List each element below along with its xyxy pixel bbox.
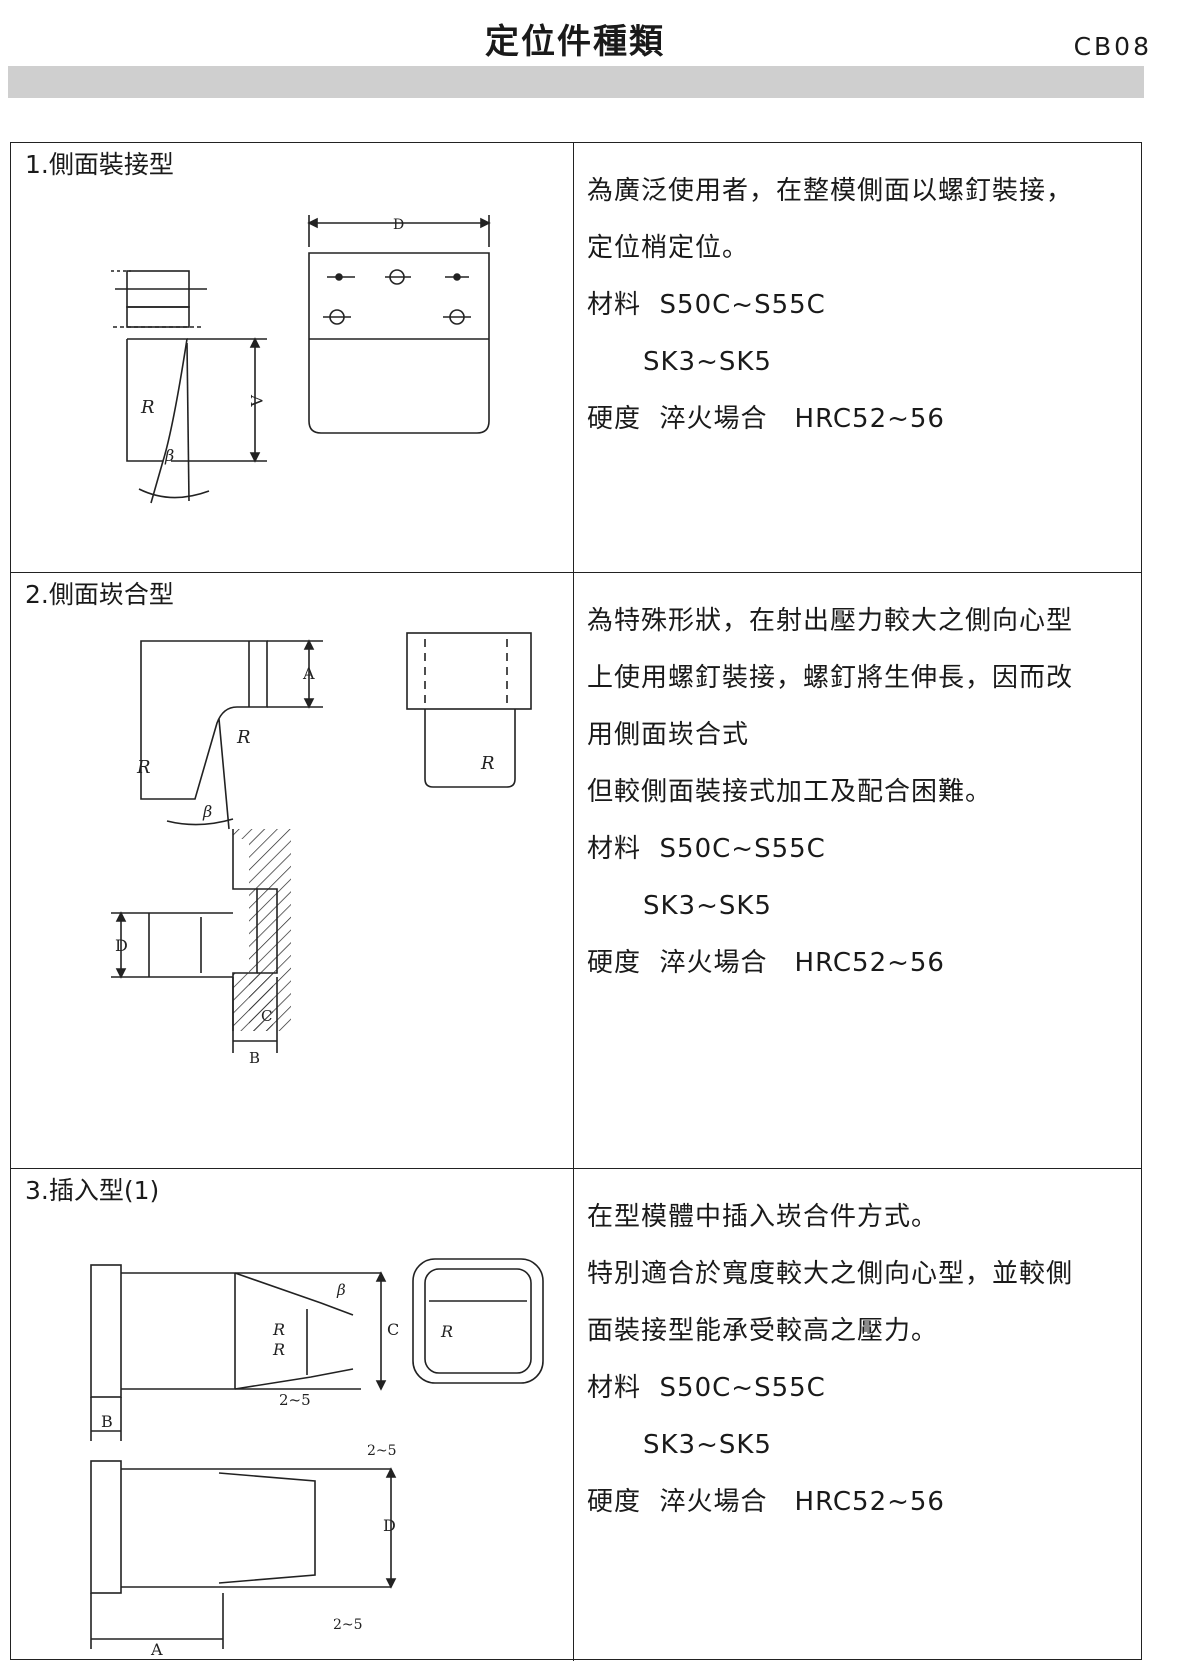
description-line: 在型模體中插入崁合件方式。 bbox=[587, 1202, 939, 1232]
radius-label: R bbox=[236, 727, 251, 748]
dimension-a-label: A bbox=[150, 1640, 163, 1659]
dimension-d-label: D bbox=[393, 217, 404, 233]
gap-label: 2~5 bbox=[333, 1617, 363, 1633]
column-divider bbox=[573, 143, 574, 572]
dimension-c-label: C bbox=[261, 1007, 272, 1025]
material-value-2: SK3~SK5 bbox=[643, 1430, 772, 1460]
material-label: 材料 bbox=[587, 834, 642, 864]
beta-label: β bbox=[164, 446, 174, 465]
dimension-c-label: C bbox=[387, 1320, 399, 1339]
description-line: 特別適合於寬度較大之側向心型，並較側 bbox=[587, 1259, 1074, 1289]
description-line: 為特殊形狀，在射出壓力較大之側向心型 bbox=[587, 606, 1074, 636]
gap-label: 2~5 bbox=[279, 1391, 311, 1409]
dimension-a-label: A bbox=[247, 394, 266, 407]
section-row-3: 3.插入型(1) bbox=[11, 1169, 1141, 1661]
dimension-a-label: A bbox=[302, 664, 315, 683]
section-label: 2.側面崁合型 bbox=[25, 580, 174, 609]
description-line: 上使用螺釘裝接，螺釘將生伸長，因而改 bbox=[587, 663, 1074, 693]
description-line: 面裝接型能承受較高之壓力。 bbox=[587, 1316, 939, 1346]
material-value-2: SK3~SK5 bbox=[643, 891, 772, 921]
beta-label: β bbox=[202, 802, 212, 821]
hardness-value: 淬火場合 HRC52~56 bbox=[659, 1487, 945, 1517]
radius-label: R bbox=[440, 1322, 453, 1341]
hardness-label: 硬度 bbox=[587, 1487, 642, 1517]
radius-label: R bbox=[136, 757, 151, 778]
column-divider bbox=[573, 1169, 574, 1661]
section-label: 3.插入型(1) bbox=[25, 1176, 160, 1205]
section-description: 為特殊形狀，在射出壓力較大之側向心型 上使用螺釘裝接，螺釘將生伸長，因而改 用側… bbox=[587, 593, 1132, 992]
insert-type-drawing: R R R β C B 2~5 D 2~5 2~5 A bbox=[90, 1258, 544, 1659]
dimension-b-label: B bbox=[101, 1412, 113, 1431]
beta-label: β bbox=[336, 1281, 346, 1299]
radius-label: R bbox=[480, 753, 495, 774]
section-description: 為廣泛使用者，在整模側面以螺釘裝接， 定位梢定位。 材料 S50C~S55C S… bbox=[587, 163, 1132, 448]
catalog-table: 1.側面裝接型 bbox=[10, 142, 1142, 1661]
hardness-line: 硬度 淬火場合 HRC52~56 bbox=[587, 1474, 1132, 1531]
material-line: 材料 S50C~S55C bbox=[587, 1360, 1132, 1417]
hardness-line: 硬度 淬火場合 HRC52~56 bbox=[587, 391, 1132, 448]
dimension-b-label: B bbox=[249, 1049, 260, 1067]
description-line: 為廣泛使用者，在整模側面以螺釘裝接， bbox=[587, 176, 1074, 206]
description-line: 但較側面裝接式加工及配合困難。 bbox=[587, 777, 993, 807]
material-label: 材料 bbox=[587, 1373, 642, 1403]
material-line: 材料 S50C~S55C bbox=[587, 277, 1132, 334]
side-mount-drawing: R β A D bbox=[111, 215, 491, 504]
section-description: 在型模體中插入崁合件方式。 特別適合於寬度較大之側向心型，並較側 面裝接型能承受… bbox=[587, 1189, 1132, 1531]
hardness-value: 淬火場合 HRC52~56 bbox=[659, 404, 945, 434]
page-title: 定位件種類 bbox=[485, 22, 665, 62]
material-label: 材料 bbox=[587, 290, 642, 320]
material-line: 材料 S50C~S55C bbox=[587, 821, 1132, 878]
material-value-2: SK3~SK5 bbox=[643, 347, 772, 377]
dimension-d-label: D bbox=[115, 936, 128, 955]
header-bar bbox=[8, 66, 1144, 98]
radius-label: R bbox=[272, 1340, 285, 1359]
page-code: CB08 bbox=[1073, 32, 1152, 61]
radius-label: R bbox=[272, 1320, 285, 1339]
column-divider bbox=[573, 573, 574, 1168]
hardness-line: 硬度 淬火場合 HRC52~56 bbox=[587, 935, 1132, 992]
gap-label: 2~5 bbox=[367, 1443, 397, 1459]
section-row-2: 2.側面崁合型 bbox=[11, 573, 1141, 1169]
material-value: S50C~S55C bbox=[659, 1373, 826, 1403]
section-row-1: 1.側面裝接型 bbox=[11, 143, 1141, 573]
side-fit-drawing: R R R β A D C B bbox=[111, 632, 532, 1067]
description-line: 用側面崁合式 bbox=[587, 720, 750, 750]
material-value: S50C~S55C bbox=[659, 834, 826, 864]
radius-label: R bbox=[140, 397, 155, 418]
hardness-label: 硬度 bbox=[587, 404, 642, 434]
section-label: 1.側面裝接型 bbox=[25, 150, 174, 179]
material-value: S50C~S55C bbox=[659, 290, 826, 320]
dimension-d-label: D bbox=[383, 1516, 396, 1535]
description-line: 定位梢定位。 bbox=[587, 233, 750, 263]
hardness-label: 硬度 bbox=[587, 948, 642, 978]
hardness-value: 淬火場合 HRC52~56 bbox=[659, 948, 945, 978]
